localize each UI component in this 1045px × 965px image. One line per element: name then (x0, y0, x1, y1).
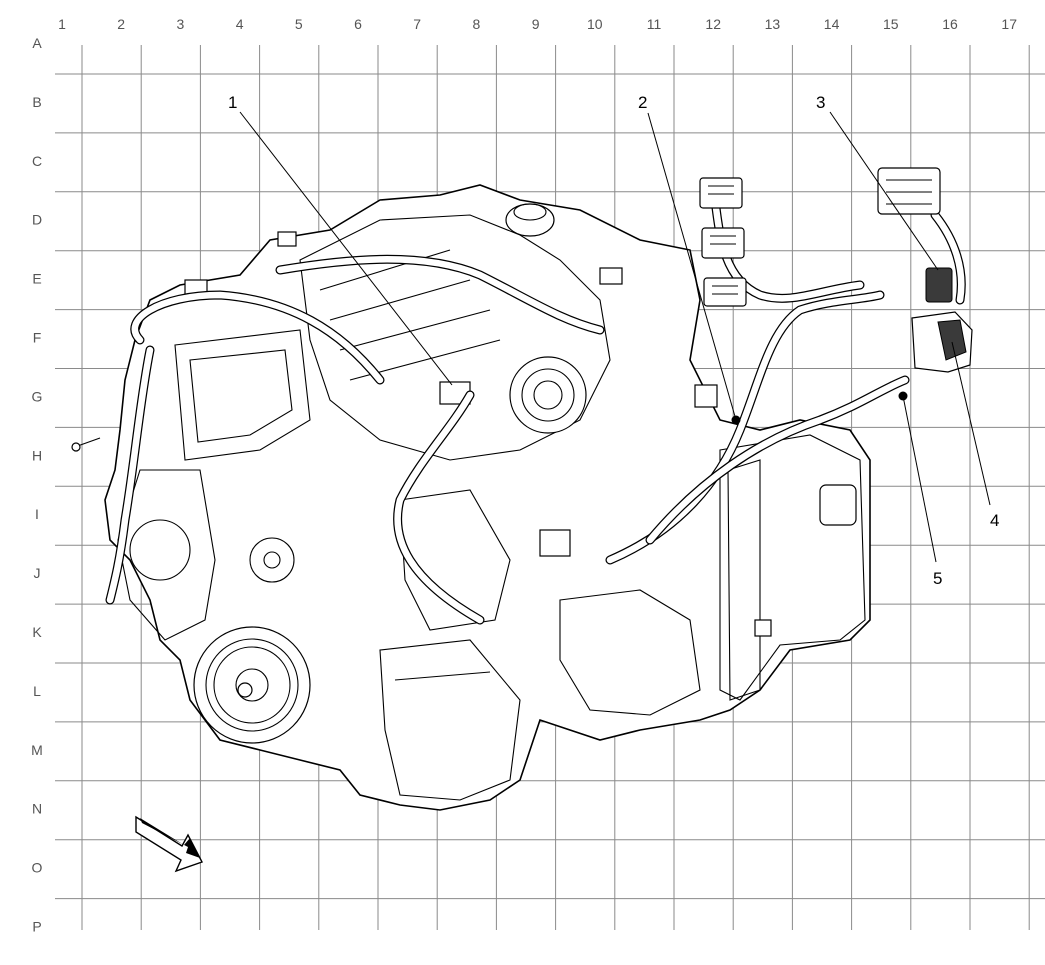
grid-row-label: C (32, 153, 42, 169)
inline-connector-lower (703, 277, 747, 307)
grid-row-label: I (35, 506, 39, 522)
grid-column-label: 16 (942, 16, 958, 32)
pulley-groove-outer (205, 638, 299, 732)
view-direction-arrow-icon (135, 815, 203, 873)
grid-column-label: 10 (587, 16, 603, 32)
speed-sensor (754, 619, 772, 637)
valve-cover-left (174, 329, 311, 461)
grid-row-label: D (32, 212, 42, 228)
grid-row-label: F (33, 330, 42, 346)
grid-column-label: 2 (117, 16, 125, 32)
leader-line-2 (647, 112, 737, 421)
grid-column-label: 8 (473, 16, 481, 32)
connector-3-plug (925, 267, 953, 303)
grid-row-labels: A B C D E F G H I J K L M N O P (31, 35, 43, 935)
pulley-hub (235, 668, 269, 702)
grid-column-label: 1 (58, 16, 66, 32)
grid-column-label: 13 (765, 16, 781, 32)
callout-label-2: 2 (638, 93, 647, 112)
sensor-module-2 (539, 529, 571, 557)
water-pump-hub (263, 551, 281, 569)
pulley-groove-inner (213, 646, 291, 724)
grid-row-label: H (32, 447, 42, 463)
leader-line-1 (239, 111, 453, 386)
grid-column-label: 11 (647, 16, 662, 32)
intake-runner-2 (329, 279, 471, 321)
inline-connector-stack (699, 177, 747, 307)
leader-line-4 (951, 341, 991, 506)
grid-column-label: 4 (236, 16, 244, 32)
grid-column-label: 3 (177, 16, 185, 32)
grid-column-label: 9 (532, 16, 540, 32)
top-right-connector (599, 267, 623, 285)
grid-row-label: M (31, 742, 43, 758)
right-sensor (694, 384, 718, 408)
callout-label-1: 1 (228, 93, 237, 112)
intake-runner-1 (319, 249, 451, 291)
grid-column-label: 17 (1001, 16, 1017, 32)
grid-row-label: E (32, 271, 41, 287)
grid-row-label: G (32, 388, 43, 404)
transmission-connector (819, 484, 857, 526)
grid-row-label: O (32, 860, 43, 876)
connector-4-assembly (911, 311, 973, 373)
grid-column-label: 15 (883, 16, 899, 32)
connector-3-housing (877, 167, 941, 215)
oil-pan (379, 639, 521, 801)
inline-connector-middle (701, 227, 745, 259)
water-pump (249, 537, 295, 583)
leader-line-3 (829, 111, 939, 271)
oil-pan-rib (394, 671, 491, 681)
connector-4-latch (937, 319, 967, 361)
grid-column-label: 6 (354, 16, 362, 32)
callout-labels: 1 2 3 4 5 (228, 93, 999, 588)
intake-manifold (299, 214, 611, 461)
lower-bracket (559, 589, 701, 716)
grid-row-label: K (32, 624, 42, 640)
grid-row-label: J (34, 565, 41, 581)
grid-column-label: 5 (295, 16, 303, 32)
intake-runner-3 (339, 309, 491, 351)
center-duct (399, 489, 511, 631)
callout-label-5: 5 (933, 569, 942, 588)
timing-gear (129, 519, 191, 581)
grid-row-label: L (33, 683, 41, 699)
callout-label-4: 4 (990, 511, 999, 530)
leader-line-5 (902, 395, 937, 563)
callout-label-3: 3 (816, 93, 825, 112)
grid-column-label: 12 (705, 16, 721, 32)
grid-column-label: 7 (413, 16, 421, 32)
pulley-bolt (237, 682, 253, 698)
throttle-plate (533, 380, 563, 410)
valve-cover-left-inner (189, 349, 293, 443)
connector-3-assembly (877, 167, 953, 303)
top-left-connector (277, 231, 297, 247)
ground-bolt-head (71, 442, 81, 452)
grid-row-label: P (32, 919, 41, 935)
callout-leaders (239, 111, 991, 563)
grid-row-label: B (32, 94, 41, 110)
crankshaft-pulley (193, 626, 311, 744)
grid-row-label: N (32, 801, 42, 817)
transmission-flange (727, 459, 761, 701)
inline-connector-upper (699, 177, 743, 209)
throttle-body (509, 356, 587, 434)
grid-row-label: A (32, 35, 42, 51)
engine-illustration (71, 167, 973, 811)
transmission-case (719, 434, 866, 701)
grid-column-label: 14 (824, 16, 840, 32)
oil-filler-cap-top (513, 203, 547, 221)
throttle-body-bore (521, 368, 575, 422)
